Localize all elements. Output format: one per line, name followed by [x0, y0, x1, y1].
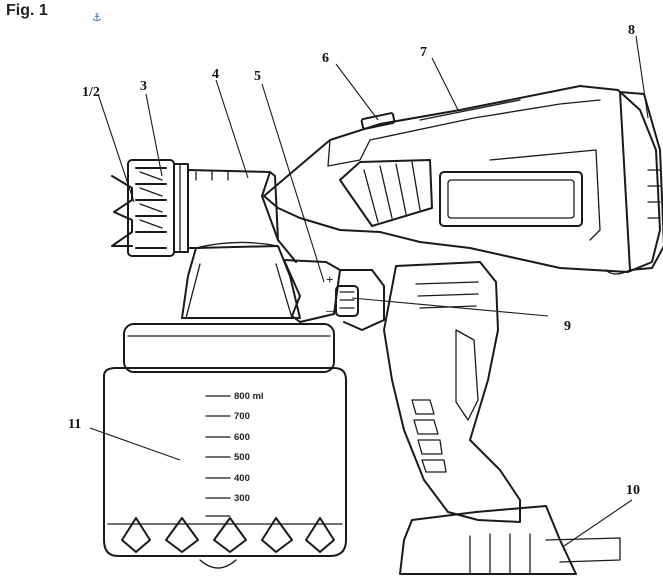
callout-6: 6 [322, 51, 329, 66]
callout-8: 8 [628, 23, 635, 38]
callout-5: 5 [254, 69, 261, 84]
container-neck [181, 241, 301, 319]
trigger-minus-symbol: — [325, 306, 337, 317]
container-diamond-pattern [121, 517, 335, 553]
nozzle-assembly [111, 159, 189, 257]
volume-scale: 800 ml 700 600 500 400 300 [205, 391, 264, 517]
callout-7: 7 [420, 45, 427, 60]
callout-3: 3 [140, 79, 147, 94]
trigger-plus-symbol: + [326, 272, 333, 287]
callout-9: 9 [564, 319, 571, 334]
anchor-icon: ⚓ [92, 11, 102, 24]
scale-500: 500 [234, 452, 250, 463]
paint-container: 800 ml 700 600 500 400 300 [103, 323, 347, 569]
scale-300: 300 [234, 493, 250, 504]
battery-pack [399, 505, 621, 575]
scale-400: 400 [234, 473, 250, 484]
figure-title: Fig. 1 [6, 2, 48, 19]
trigger-assembly: + — [283, 259, 385, 331]
motor-housing [263, 85, 663, 275]
callout-labels: 1/2 3 4 5 6 7 8 9 10 11 [68, 23, 640, 498]
callout-10: 10 [626, 483, 640, 498]
scale-800ml: 800 ml [234, 391, 264, 402]
callout-4: 4 [212, 67, 219, 82]
callout-11: 11 [68, 417, 81, 432]
leader-lines [89, 35, 649, 547]
scale-600: 600 [234, 432, 250, 443]
scale-700: 700 [234, 411, 250, 422]
callout-1-2: 1/2 [82, 85, 100, 100]
handle [383, 261, 521, 523]
